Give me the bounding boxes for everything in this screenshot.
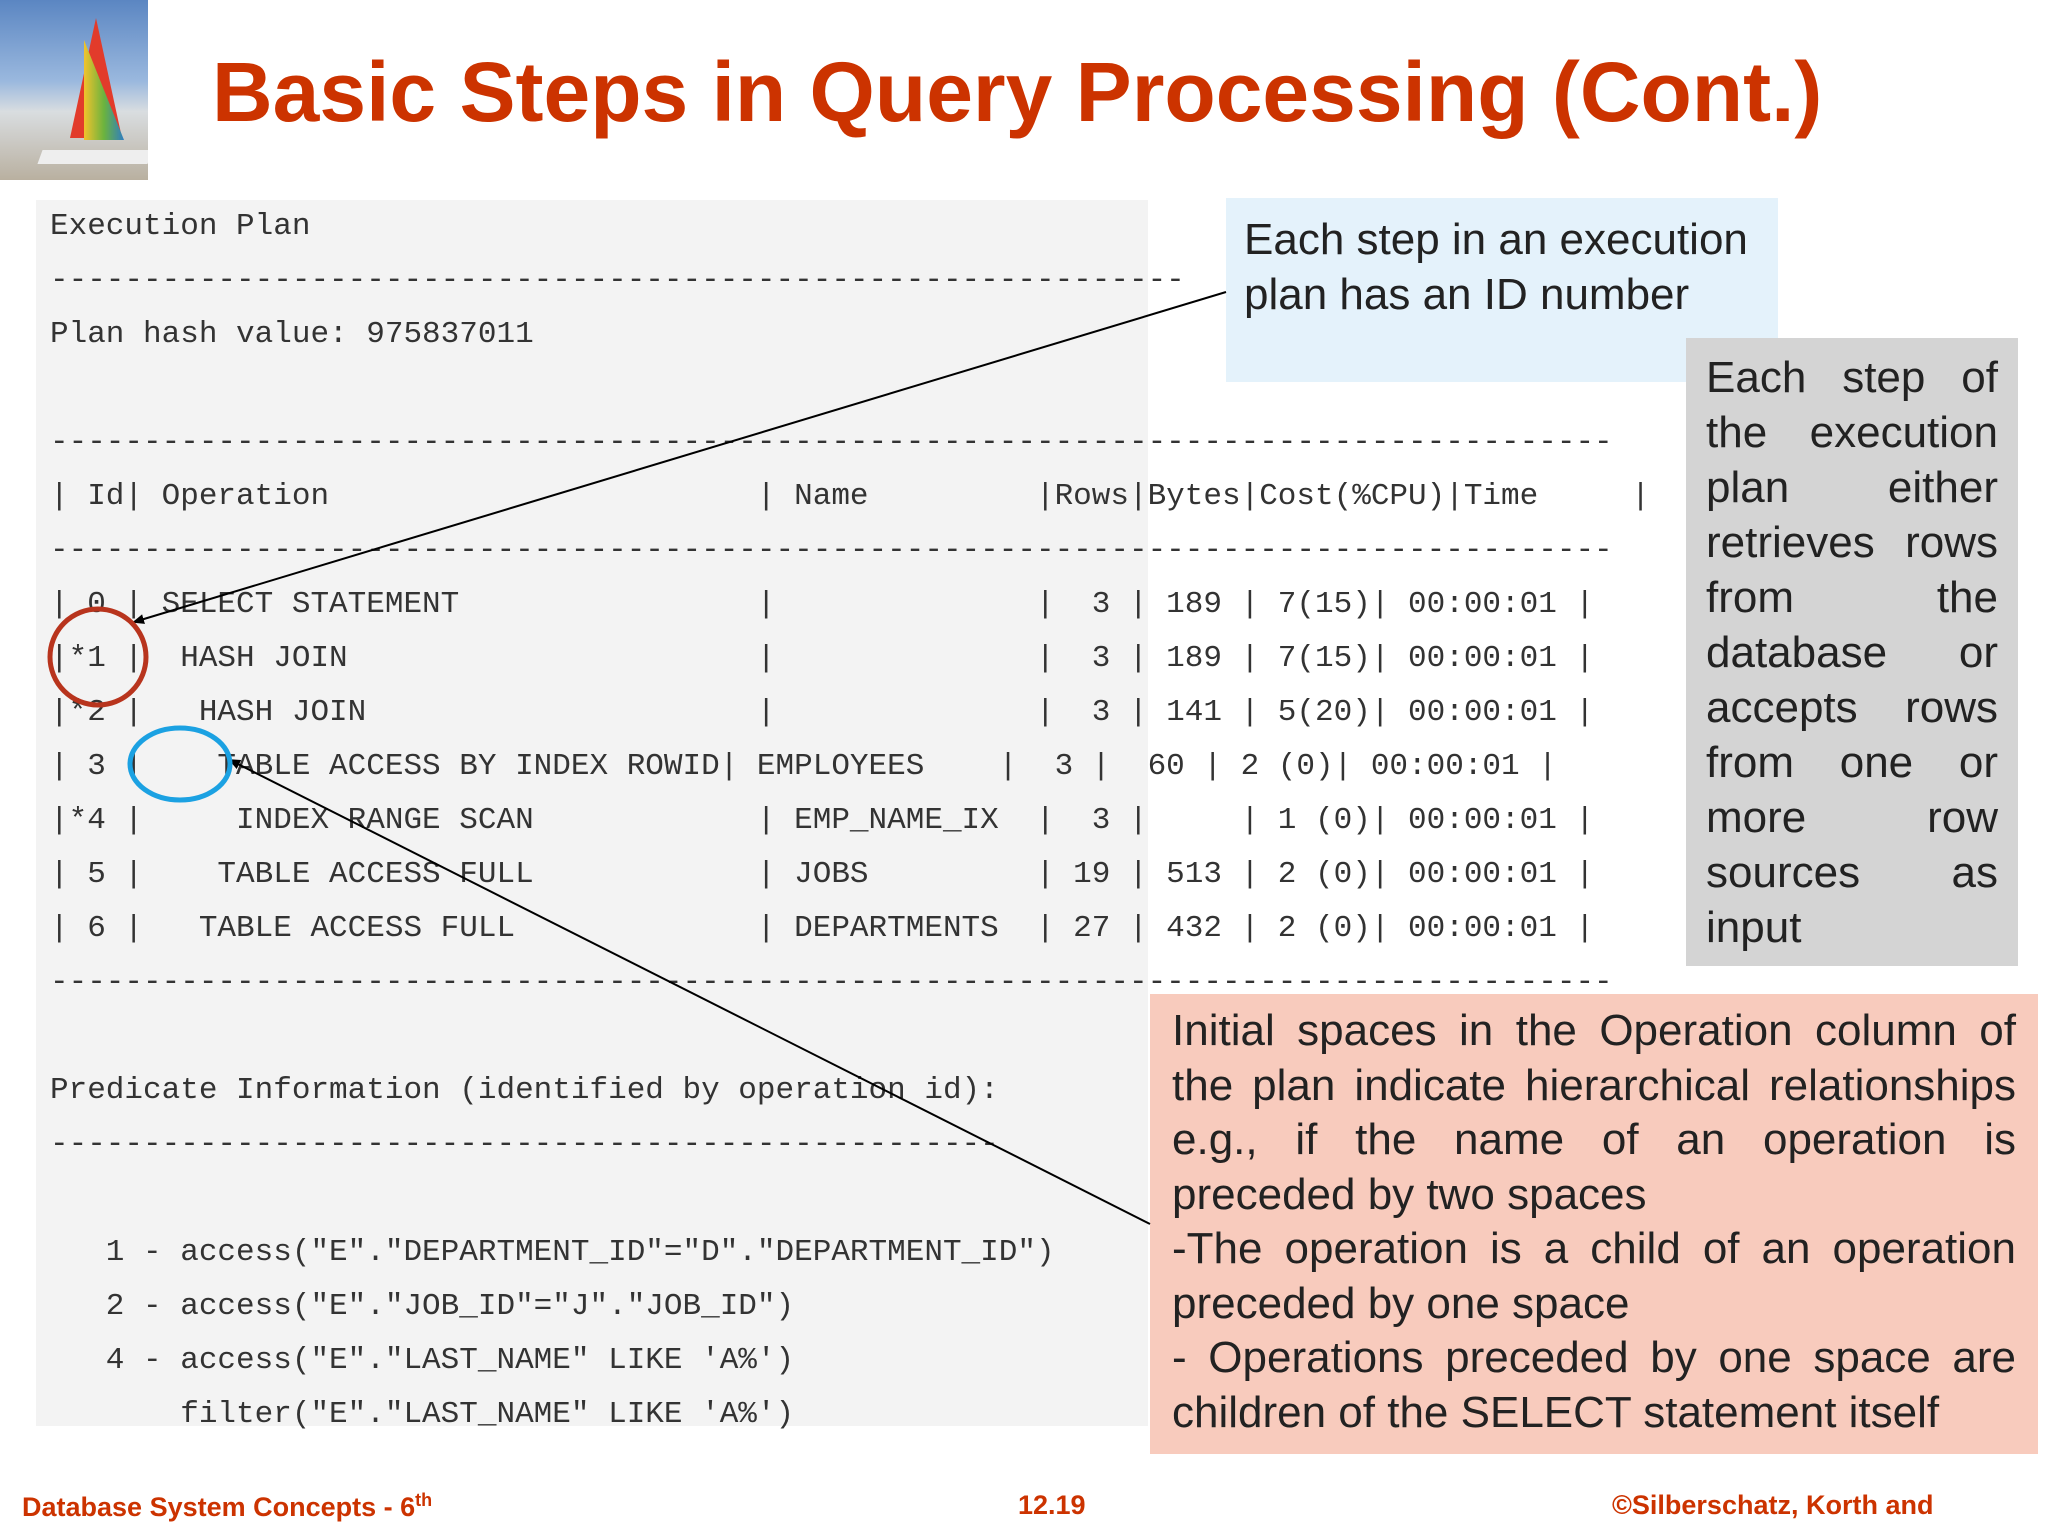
plan-rule-short: ----------------------------------------… bbox=[50, 263, 1185, 298]
callout-hierarchy-para-2: -The operation is a child of an operatio… bbox=[1172, 1224, 2016, 1328]
footer-slide-number: 12.19 bbox=[1018, 1490, 1086, 1520]
plan-row-2: |*2 | HASH JOIN | | 3 | 141 | 5(20)| 00:… bbox=[50, 695, 1595, 730]
predicate-rule: ----------------------------------------… bbox=[50, 1127, 999, 1162]
plan-heading: Execution Plan bbox=[50, 209, 311, 244]
predicate-line-1: 1 - access("E"."DEPARTMENT_ID"="D"."DEPA… bbox=[50, 1235, 1055, 1270]
callout-row-sources-text: Each step of the execution plan either r… bbox=[1706, 353, 1998, 952]
predicate-filter: filter("E"."LAST_NAME" LIKE 'A%') bbox=[50, 1397, 795, 1432]
predicate-heading: Predicate Information (identified by ope… bbox=[50, 1073, 999, 1108]
plan-row-3: | 3 | TABLE ACCESS BY INDEX ROWID| EMPLO… bbox=[50, 749, 1557, 784]
execution-plan-panel: Execution Plan -------------------------… bbox=[36, 200, 1650, 1432]
logo-hull bbox=[37, 150, 148, 164]
callout-id-number-text: Each step in an execution plan has an ID… bbox=[1244, 215, 1748, 319]
plan-row-4: |*4 | INDEX RANGE SCAN | EMP_NAME_IX | 3… bbox=[50, 803, 1595, 838]
sailboat-logo bbox=[0, 0, 148, 180]
footer-book-sup: th bbox=[415, 1490, 433, 1510]
footer-copyright: ©Silberschatz, Korth and bbox=[1612, 1490, 1934, 1520]
footer-book-text: Database System Concepts - 6 bbox=[22, 1492, 416, 1522]
predicate-line-2: 2 - access("E"."JOB_ID"="J"."JOB_ID") bbox=[50, 1289, 795, 1324]
callout-hierarchy-para-1: Initial spaces in the Operation column o… bbox=[1172, 1006, 2016, 1219]
slide-title: Basic Steps in Query Processing (Cont.) bbox=[212, 45, 1823, 139]
footer-book: Database System Concepts - 6th bbox=[22, 1490, 432, 1523]
callout-row-sources: Each step of the execution plan either r… bbox=[1686, 338, 2018, 966]
plan-row-6: | 6 | TABLE ACCESS FULL | DEPARTMENTS | … bbox=[50, 911, 1595, 946]
plan-hash-value: Plan hash value: 975837011 bbox=[50, 317, 534, 352]
predicate-line-4: 4 - access("E"."LAST_NAME" LIKE 'A%') bbox=[50, 1343, 795, 1378]
plan-rule-header: ----------------------------------------… bbox=[50, 533, 1613, 568]
plan-row-1: |*1 | HASH JOIN | | 3 | 189 | 7(15)| 00:… bbox=[50, 641, 1595, 676]
callout-hierarchy-para-3: - Operations preceded by one space are c… bbox=[1172, 1333, 2016, 1437]
plan-table-header: | Id| Operation | Name |Rows|Bytes|Cost(… bbox=[50, 479, 1650, 514]
callout-hierarchy: Initial spaces in the Operation column o… bbox=[1150, 994, 2038, 1454]
plan-rule-top: ----------------------------------------… bbox=[50, 425, 1613, 460]
plan-row-5: | 5 | TABLE ACCESS FULL | JOBS | 19 | 51… bbox=[50, 857, 1595, 892]
plan-row-0: | 0 | SELECT STATEMENT | | 3 | 189 | 7(1… bbox=[50, 587, 1595, 622]
